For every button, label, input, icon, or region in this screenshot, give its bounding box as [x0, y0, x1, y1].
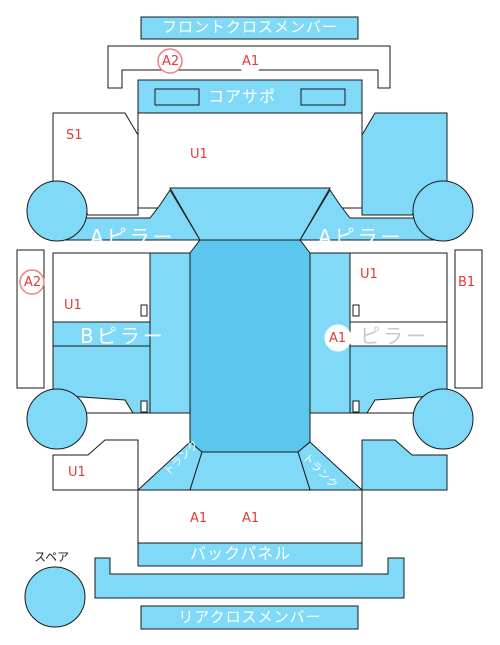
rear-bumper-outline[interactable]: [94, 557, 405, 599]
code-left-a2: A2: [24, 275, 42, 290]
code-left-front-door-u1: U1: [64, 298, 82, 313]
spare-label: スペア: [34, 550, 70, 564]
spare-wheel[interactable]: [24, 566, 86, 628]
code-trunk-a1-right: A1: [242, 511, 260, 526]
b-pillar-left-label: Bピラー: [80, 324, 166, 348]
code-trunk-a1-left: A1: [190, 511, 208, 526]
front-cross-member-panel[interactable]: [140, 16, 359, 40]
code-b-pillar-right-a1: A1: [329, 331, 347, 346]
code-front-a2: A2: [162, 54, 180, 69]
rear-left-wheel[interactable]: [26, 388, 88, 450]
right-front-door-handle: [352, 304, 360, 317]
left-rear-door-handle: [140, 400, 148, 413]
a-pillar-left-label: Aピラー: [90, 225, 176, 249]
back-panel-label: バックパネル: [190, 544, 292, 563]
right-rear-door-handle: [352, 400, 360, 413]
core-support-left-slot: [154, 88, 200, 106]
back-panel[interactable]: [137, 542, 363, 567]
right-rear-fender[interactable]: [361, 439, 448, 491]
front-right-wheel[interactable]: [412, 180, 474, 242]
code-right-b1: B1: [458, 275, 476, 290]
marker-front-a2[interactable]: [157, 48, 183, 74]
roof-panel[interactable]: [189, 239, 311, 453]
left-roof-rail[interactable]: [149, 252, 191, 414]
marker-front-a1[interactable]: [237, 48, 263, 74]
rear-window[interactable]: [189, 451, 311, 491]
code-hood-u1: U1: [190, 147, 208, 162]
rear-cross-member-label: リアクロスメンバー: [178, 608, 322, 626]
a-pillar-right-label: Aピラー: [318, 225, 404, 249]
code-s1: S1: [66, 128, 83, 143]
b-pillar-right-label: ピラー: [360, 324, 429, 348]
front-cross-member-label: フロントクロスメンバー: [161, 18, 338, 36]
left-front-door-handle: [140, 304, 148, 317]
marker-left-a2[interactable]: [19, 269, 45, 295]
code-front-a1: A1: [242, 54, 260, 69]
rear-cross-member-panel[interactable]: [140, 605, 359, 630]
rear-right-wheel[interactable]: [412, 388, 474, 450]
marker-b-pillar-a1[interactable]: [324, 324, 352, 352]
left-rear-fender[interactable]: [52, 439, 139, 491]
right-side-sill[interactable]: [454, 249, 483, 389]
code-rear-left-u1: U1: [68, 465, 86, 480]
core-support-right-slot: [300, 88, 346, 106]
code-right-front-door-u1: U1: [360, 267, 378, 282]
trunk-lid[interactable]: [137, 489, 363, 544]
front-left-wheel[interactable]: [26, 180, 88, 242]
core-support-label: コアサポ: [208, 87, 277, 106]
